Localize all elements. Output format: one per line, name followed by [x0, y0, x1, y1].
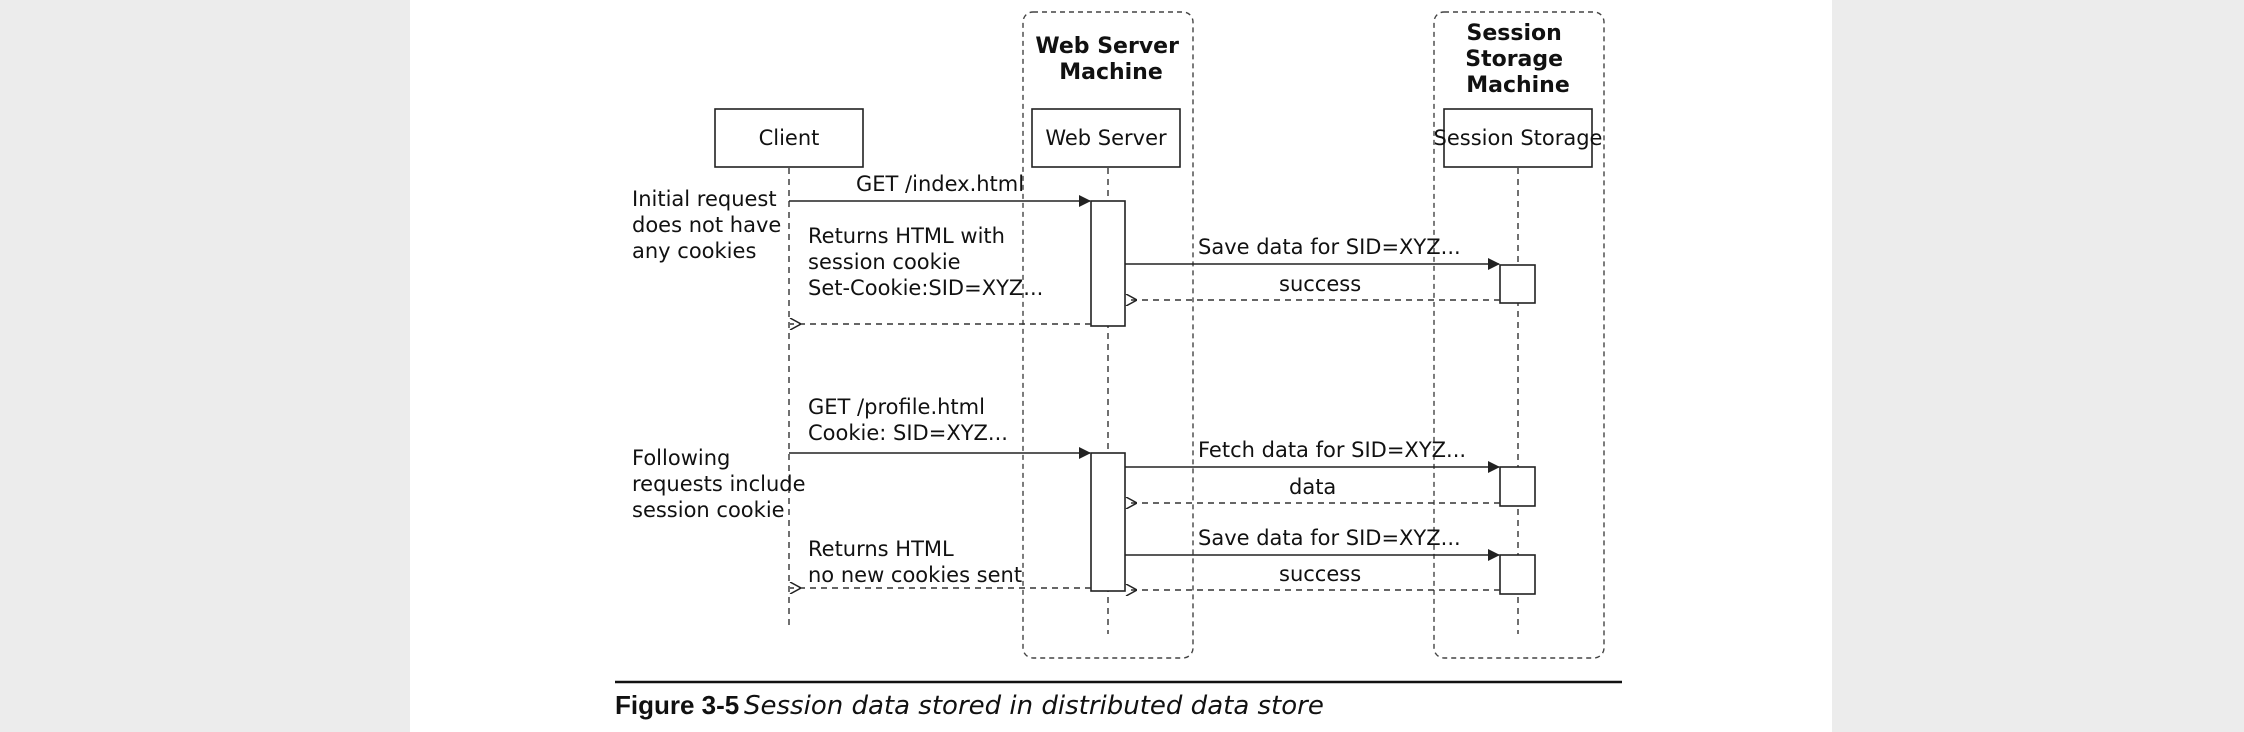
figure-number: Figure 3-5 [615, 690, 739, 720]
save-data-label-1: Save data for SID=XYZ... [1198, 235, 1461, 259]
success-label-1: success [1279, 272, 1361, 296]
get-index-label: GET /index.html [856, 172, 1024, 196]
diagram-page: Web Server Machine Session Storage Machi… [410, 0, 1832, 732]
get-profile-label: GET /profile.html Cookie: SID=XYZ... [808, 395, 1008, 445]
web-server-machine-group [1022, 11, 1194, 659]
initial-request-note: Initial request does not have any cookie… [632, 187, 788, 263]
session-storage-machine-title: Session Storage Machine [1465, 21, 1571, 98]
session-storage-machine-group [1433, 11, 1605, 659]
session-storage-box [1443, 108, 1593, 168]
web-server-box [1031, 108, 1181, 168]
storage-activation-3 [1499, 554, 1536, 595]
storage-activation-2 [1499, 466, 1536, 507]
returns-html-no-cookie-label: Returns HTML no new cookies sent [808, 537, 1022, 587]
following-requests-note: Following requests include session cooki… [632, 446, 812, 522]
client-label: Client [759, 126, 820, 150]
web-server-label: Web Server [1045, 126, 1167, 150]
fetch-data-label: Fetch data for SID=XYZ... [1198, 438, 1466, 462]
web-server-activation-1 [1090, 200, 1126, 327]
storage-activation-1 [1499, 264, 1536, 304]
success-label-2: success [1279, 562, 1361, 586]
client-box [714, 108, 864, 168]
figure-caption: Session data stored in distributed data … [744, 691, 1324, 721]
returns-html-cookie-label: Returns HTML with session cookie Set-Coo… [808, 224, 1043, 300]
web-server-activation-2 [1090, 452, 1126, 592]
save-data-label-2: Save data for SID=XYZ... [1198, 526, 1461, 550]
data-label: data [1289, 475, 1336, 499]
sequence-diagram: Web Server Machine Session Storage Machi… [615, 11, 1622, 721]
web-server-machine-title: Web Server Machine [1035, 34, 1186, 85]
session-storage-label: Session Storage [1434, 126, 1603, 150]
